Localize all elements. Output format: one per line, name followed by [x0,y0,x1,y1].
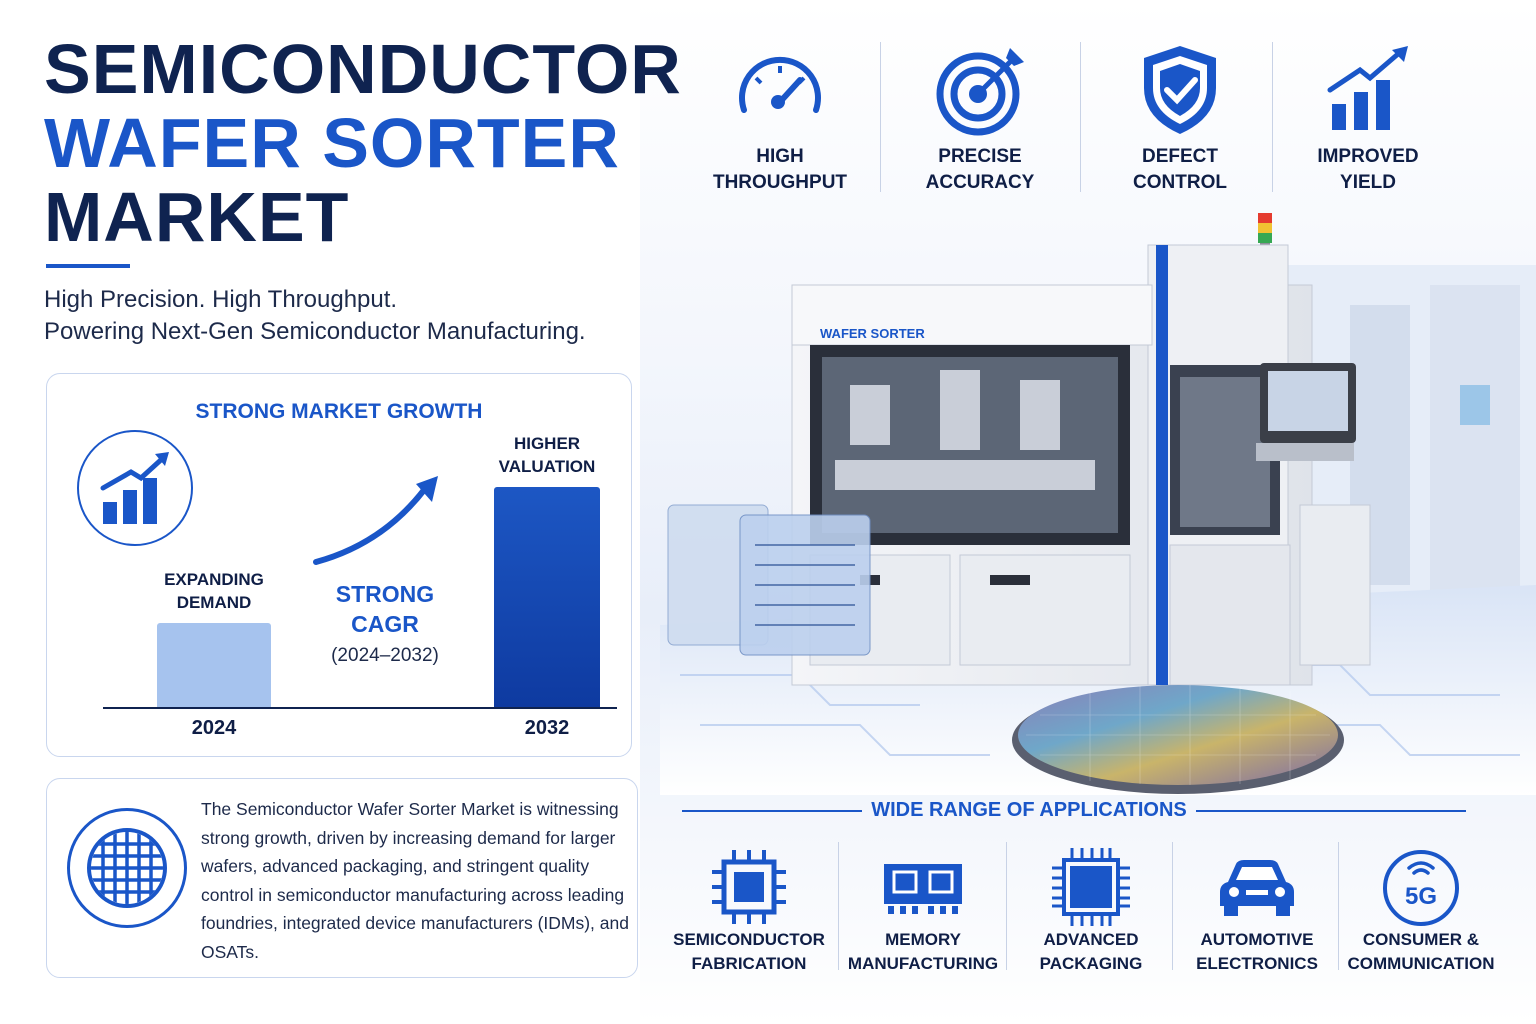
description-card: The Semiconductor Wafer Sorter Market is… [46,778,638,978]
strong-cagr-label: STRONG CAGR [335,581,435,637]
shield-check-icon [1144,46,1216,134]
app-divider [1172,842,1173,970]
app-divider [1006,842,1007,970]
machine-label: WAFER SORTER [820,326,925,341]
bar-2032 [494,487,600,708]
speedometer-icon [739,56,821,113]
app-divider [1338,842,1339,970]
car-icon [1220,860,1294,916]
bar-2024 [157,623,271,708]
feature-divider [1272,42,1273,192]
trend-arrow-icon [313,476,438,565]
app-divider [838,842,839,970]
package-chip-icon [1052,848,1130,926]
wafer-icon [67,808,187,928]
wafer-sorter-machine-illustration: WAFER SORTER [660,213,1536,795]
chip-icon [712,850,786,924]
app-consumer-communication: 5G CONSUMER &COMMUNICATION [1336,838,1506,988]
subtitle: High Precision. High Throughput. Powerin… [44,284,586,348]
chart-baseline [103,707,617,709]
subtitle-line-1: High Precision. High Throughput. [44,286,398,313]
market-description: The Semiconductor Wafer Sorter Market is… [201,799,629,962]
year-start-label: 2024 [191,717,237,739]
title-line-1: SEMICONDUCTOR [44,30,682,108]
expanding-demand-label: EXPANDING DEMAND [164,570,264,612]
feature-divider [1080,42,1081,192]
growth-chart-icon [77,430,193,546]
subtitle-line-2: Powering Next-Gen Semiconductor Manufact… [44,318,586,345]
cagr-period: (2024–2032) [331,645,439,666]
memory-icon [884,864,962,914]
higher-valuation-label: HIGHER VALUATION [498,434,596,476]
title-line-2: WAFER SORTER [44,104,620,182]
market-growth-card: STRONG MARKET GROWTH HIGHER VALUATION EX… [46,373,632,757]
year-end-label: 2032 [524,717,570,739]
5g-icon-text: 5G [1405,883,1437,910]
apps-divider-left [682,810,862,812]
page-title: SEMICONDUCTOR WAFER SORTER MARKET [44,32,682,254]
growth-title: STRONG MARKET GROWTH [195,400,483,423]
applications-title: WIDE RANGE OF APPLICATIONS [871,799,1187,821]
5g-icon: 5G [1383,850,1459,926]
feature-divider [880,42,881,192]
title-line-3: MARKET [44,178,350,256]
title-underline [46,264,130,268]
growth-chart-icon [1327,46,1408,130]
target-icon [936,48,1024,136]
apps-divider-right [1196,810,1466,812]
